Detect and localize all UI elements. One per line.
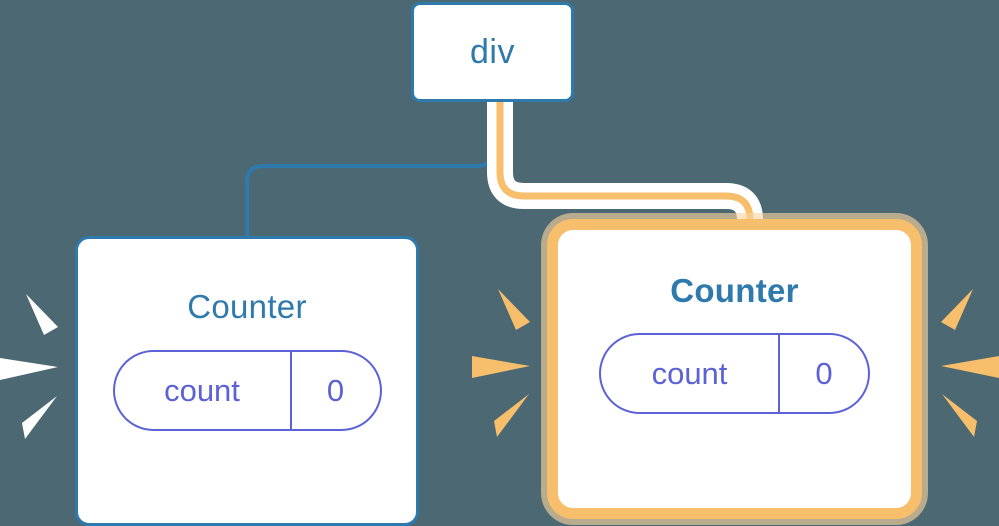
counter-left-state-key: count xyxy=(164,372,240,408)
sparkle-ray xyxy=(494,394,529,437)
edge-div-to-left xyxy=(245,100,495,242)
counter-right-state-value: 0 xyxy=(778,335,868,412)
sparkle-ray xyxy=(0,358,58,380)
node-counter-left[interactable]: Counter count 0 xyxy=(75,236,419,526)
sparkles-left-outer xyxy=(0,294,58,439)
counter-left-state-pill[interactable]: count 0 xyxy=(112,350,382,431)
sparkle-ray xyxy=(472,356,530,378)
counter-left-state-value: 0 xyxy=(289,352,380,429)
sparkles-right-outer xyxy=(941,289,999,437)
counter-right-state-key: count xyxy=(651,355,728,391)
node-div[interactable]: div xyxy=(411,2,574,102)
sparkles-right-box-left xyxy=(472,289,530,437)
node-counter-right[interactable]: Counter count 0 xyxy=(547,219,922,519)
counter-right-state-pill[interactable]: count 0 xyxy=(599,333,870,414)
counter-right-title: Counter xyxy=(670,272,799,309)
node-div-label: div xyxy=(470,32,515,71)
counter-left-title: Counter xyxy=(187,288,307,325)
sparkle-ray xyxy=(942,394,977,437)
sparkle-ray xyxy=(498,289,530,330)
sparkle-ray xyxy=(22,396,57,439)
sparkle-ray xyxy=(941,289,973,330)
sparkle-ray xyxy=(26,294,58,335)
sparkle-ray xyxy=(941,356,999,378)
